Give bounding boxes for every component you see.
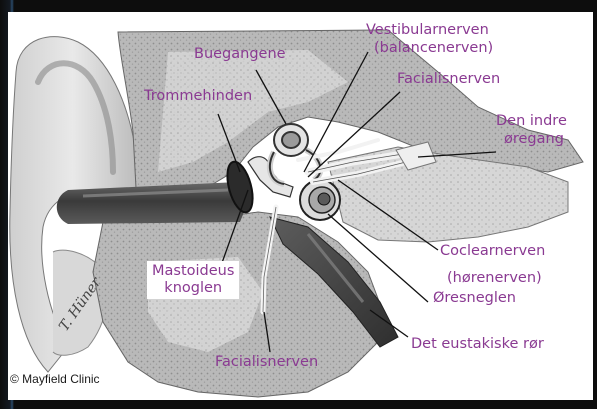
label-knoglen: knoglen [152,280,234,297]
label-mastoideus: Mastoideus [152,263,234,280]
label-buegangene: Buegangene [194,46,286,63]
label-vestibularnerven: Vestibularnerven [366,22,489,39]
label-horenerven: (hørenerven) [447,270,542,287]
label-den-indre: Den indre [496,113,567,130]
label-oresneglen: Øresneglen [433,290,516,307]
label-eustakiske-ror: Det eustakiske rør [411,336,544,353]
label-coclearnerven: Coclearnerven [440,243,545,260]
ear-anatomy-panel: T. Hüner Buegangene Vestibularnerven (ba… [8,12,593,400]
label-balancenerven: (balancenerven) [374,40,493,57]
semicircular-canals [270,124,321,184]
label-oregang: øregang [504,131,564,148]
label-trommehinden: Trommehinden [144,88,252,105]
label-mastoideus-knoglen: Mastoideus knoglen [147,261,239,299]
label-facialisnerven-bottom: Facialisnerven [215,354,318,371]
copyright-notice: © Mayfield Clinic [10,372,100,386]
label-facialisnerven-top: Facialisnerven [397,71,500,88]
cochlea [300,180,340,220]
